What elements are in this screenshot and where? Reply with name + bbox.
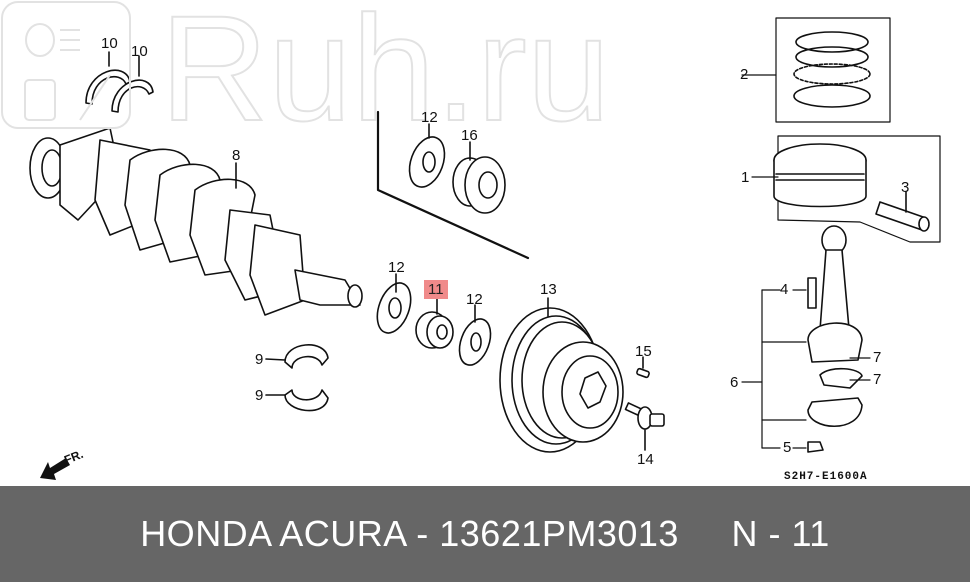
part-title: HONDA ACURA - 13621PM3013 N - 11 — [140, 513, 830, 554]
callout-8[interactable]: 8 — [232, 147, 241, 164]
callout-3[interactable]: 3 — [901, 179, 910, 196]
callout-7[interactable]: 7 — [873, 371, 882, 388]
sensor-plate-icon — [376, 273, 412, 334]
callout-6[interactable]: 6 — [730, 374, 739, 391]
callout-10[interactable]: 10 — [101, 35, 118, 52]
sensor-plate-icon — [458, 304, 492, 366]
piston-icon — [751, 143, 867, 208]
callout-16[interactable]: 16 — [461, 127, 478, 144]
callout-10[interactable]: 10 — [131, 43, 148, 60]
callout-12[interactable]: 12 — [421, 109, 438, 126]
callout-15[interactable]: 15 — [635, 343, 652, 360]
piston-ring-set-icon — [741, 31, 871, 108]
callout-14[interactable]: 14 — [637, 451, 654, 468]
callout-1[interactable]: 1 — [741, 169, 750, 186]
drive-pulley-icon — [452, 141, 506, 214]
callout-2[interactable]: 2 — [740, 66, 749, 83]
callout-12[interactable]: 12 — [388, 259, 405, 276]
front-direction-arrow-icon — [40, 458, 70, 480]
crankshaft-icon — [29, 127, 363, 316]
callout-4[interactable]: 4 — [780, 281, 789, 298]
piston-pin-icon — [875, 191, 930, 232]
drawing-code: S2H7-E1600A — [784, 471, 868, 483]
footer-bar: HONDA ACURA - 13621PM3013 N - 11 — [0, 486, 970, 582]
sensor-plate-icon — [408, 123, 446, 188]
callout-5[interactable]: 5 — [783, 439, 792, 456]
connecting-rod-icon — [807, 225, 863, 453]
callout-9[interactable]: 9 — [255, 387, 264, 404]
main-bearing-icon — [265, 344, 329, 412]
thrust-washer-icon — [85, 51, 154, 113]
sprocket-icon — [415, 297, 454, 349]
callout-12[interactable]: 12 — [466, 291, 483, 308]
diagram-drawing — [29, 17, 941, 480]
crank-pulley-icon — [499, 297, 624, 453]
parts-diagram: Ruh.ru 10 10 8 12 16 12 11 12 13 15 14 9… — [1, 0, 941, 483]
woodruff-key-icon — [636, 356, 650, 379]
callout-7[interactable]: 7 — [873, 349, 882, 366]
callout-9[interactable]: 9 — [255, 351, 264, 368]
callout-13[interactable]: 13 — [540, 281, 557, 298]
callout-11-highlighted[interactable]: 11 — [424, 280, 448, 299]
pulley-bolt-icon — [624, 402, 665, 451]
